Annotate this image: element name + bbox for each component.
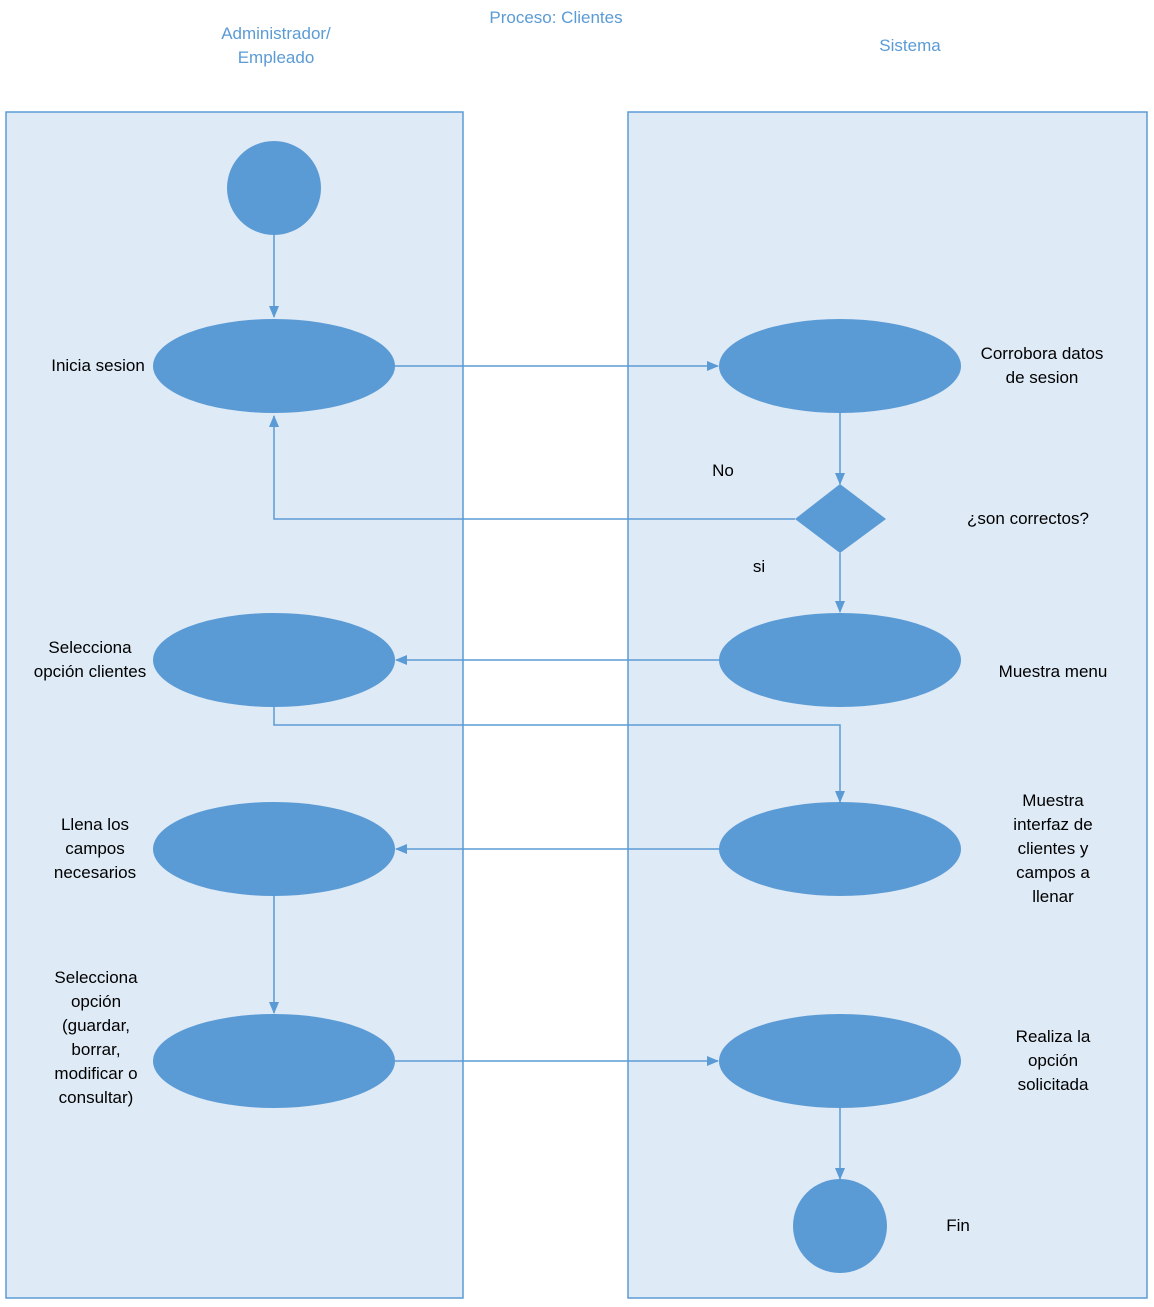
label-edge-si: si [752, 557, 766, 576]
lane-sistema [627, 111, 1148, 1299]
label-selecciona-opcion: Selecciona opción (guardar, borrar, modi… [54, 968, 138, 1107]
lane-title-sistema: Sistema [879, 36, 941, 55]
start-node [227, 141, 321, 235]
label-realiza-opcion: Realiza la opción solicitada [1015, 1027, 1091, 1094]
lane-title-administrador: Administrador/ Empleado [221, 24, 331, 67]
node-llena-campos [153, 802, 395, 896]
node-inicia-sesion [153, 319, 395, 413]
label-edge-no: No [712, 461, 734, 480]
end-node [793, 1179, 887, 1273]
edge-decision-no [269, 415, 795, 520]
label-son-correctos: ¿son correctos? [967, 509, 1089, 528]
diagram-title: Proceso: Clientes [489, 8, 623, 27]
lane-administrador [5, 111, 464, 1299]
node-realiza-opcion [719, 1014, 961, 1108]
node-selecciona-opcion [153, 1014, 395, 1108]
decision-diamond [795, 484, 886, 553]
label-corrobora-datos: Corrobora datos de sesion [980, 344, 1104, 387]
node-muestra-interfaz [719, 802, 961, 896]
label-muestra-interfaz: Muestra interfaz de clientes y campos a … [1013, 791, 1093, 906]
node-corrobora-datos [719, 319, 961, 413]
label-muestra-menu: Muestra menu [998, 662, 1108, 681]
label-inicia-sesion: Inicia sesion [51, 356, 145, 375]
edge-selecciona-to-interfaz [273, 707, 845, 803]
label-selecciona-clientes: Selecciona opción clientes [33, 638, 147, 681]
label-fin: Fin [946, 1216, 970, 1235]
label-llena-campos: Llena los campos necesarios [53, 815, 137, 882]
node-selecciona-clientes [153, 613, 395, 707]
node-muestra-menu [719, 613, 961, 707]
